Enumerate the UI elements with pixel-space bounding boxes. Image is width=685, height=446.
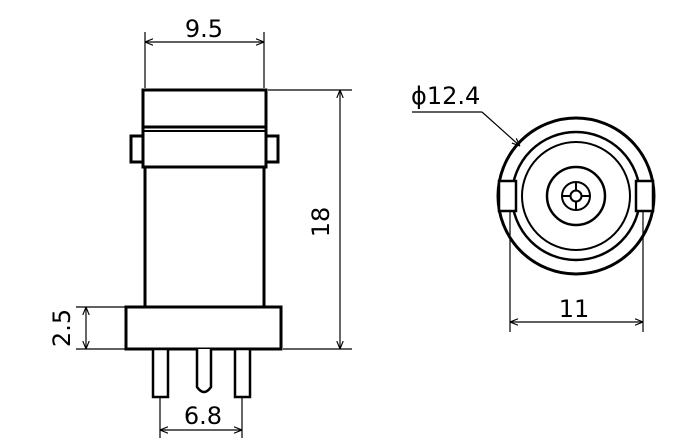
dim-top-width-label: 9.5: [185, 15, 223, 43]
pin-left: [151, 347, 170, 399]
dim-diameter-label: ϕ12.4: [411, 82, 480, 110]
dim-pin-spacing: 6.8: [159, 397, 243, 438]
dim-height-label: 18: [307, 207, 335, 238]
pin-right: [233, 347, 252, 399]
front-left-lug: [497, 179, 518, 213]
dim-side-width-label: 11: [559, 295, 590, 323]
front-view: [496, 116, 656, 276]
right-lug: [264, 134, 280, 164]
dim-flange-height: 2.5: [48, 306, 126, 350]
dim-flange-height-label: 2.5: [48, 309, 76, 347]
dim-diameter: ϕ12.4: [411, 82, 520, 146]
dim-pin-spacing-label: 6.8: [184, 402, 222, 430]
side-view: [124, 88, 283, 399]
pin-center: [195, 349, 213, 394]
ring-4: [545, 165, 607, 227]
center-slot: [562, 182, 590, 210]
dim-height: 18: [268, 89, 352, 350]
ring-3: [521, 141, 631, 251]
flange: [124, 305, 283, 351]
left-lug: [129, 134, 145, 164]
dim-side-width: 11: [509, 211, 644, 332]
collar-band: [141, 125, 268, 169]
dim-top-width: 9.5: [144, 15, 265, 88]
front-right-lug: [634, 179, 655, 213]
main-body: [143, 165, 266, 309]
top-cap: [141, 88, 268, 129]
